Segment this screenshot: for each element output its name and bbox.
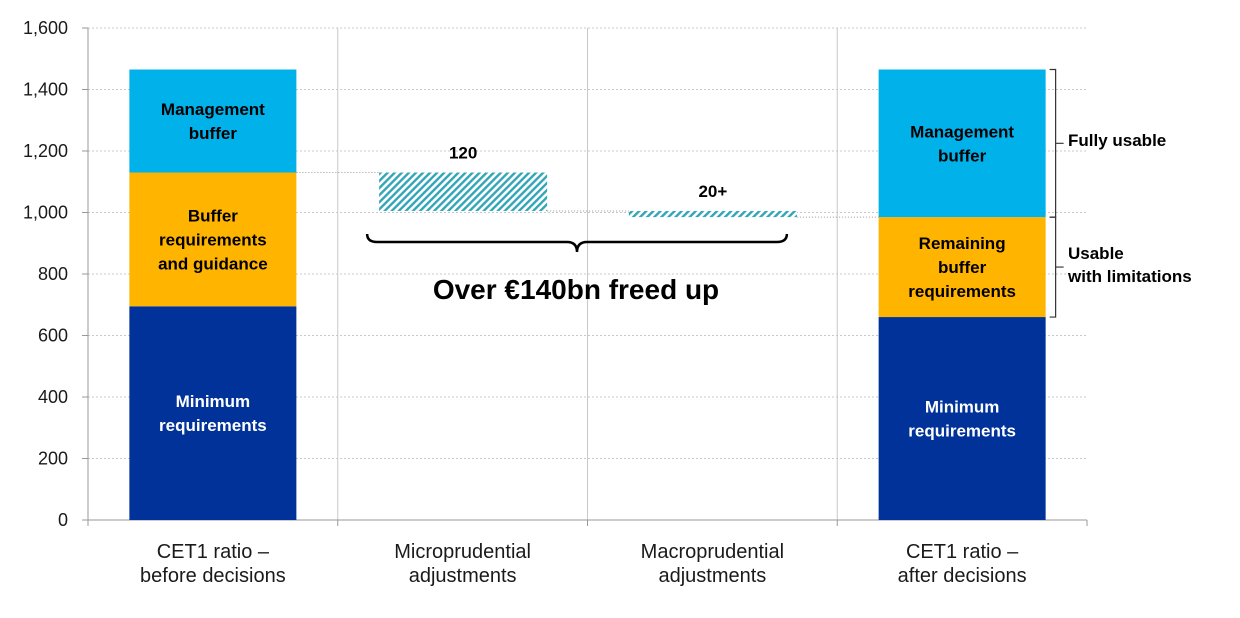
bar-segment-label-line: Remaining (919, 234, 1006, 253)
x-category-label-line: adjustments (409, 565, 517, 587)
bar-segment-label-line: requirements (908, 282, 1016, 301)
bar-segment-label-line: requirements (908, 422, 1016, 441)
bar-segment-label-line: Buffer (188, 206, 238, 225)
bar-segment-label-line: buffer (938, 258, 987, 277)
bar-segment (129, 69, 297, 173)
bar-segment-label-line: and guidance (158, 254, 268, 273)
bar-segment (878, 317, 1046, 520)
usable-limitations-label-line2: with limitations (1067, 267, 1192, 286)
bar-segment-label-line: buffer (189, 124, 238, 143)
y-tick-label: 1,600 (23, 18, 68, 38)
bar-segment-label-line: Minimum (925, 398, 1000, 417)
adjustment-value-label: 120 (449, 144, 477, 163)
bar-segment-label: Management buffer (161, 100, 265, 143)
adjustment-value-label: 20+ (698, 182, 727, 201)
bar-segment-label-line: Management (910, 122, 1014, 141)
usable-limitations-label-line1: Usable (1068, 244, 1124, 263)
y-tick-label: 1,000 (23, 203, 68, 223)
bar-segment (878, 217, 1046, 318)
adjustment-bar (628, 210, 797, 218)
bar-segment-label: Buffer requirements and guidance (158, 206, 268, 273)
x-category-label-line: adjustments (658, 565, 766, 587)
x-category-label-line: Microprudential (394, 541, 531, 563)
bar-segment-label-line: Minimum (176, 392, 251, 411)
fully-usable-label: Fully usable (1068, 131, 1166, 150)
x-category-label-line: after decisions (898, 565, 1027, 587)
bracket-usable-limitations (1049, 216, 1064, 318)
bar-segment-label: Remaining buffer requirements (908, 234, 1016, 301)
bar-segment-label-line: buffer (938, 146, 987, 165)
bar-segment-label-line: requirements (159, 416, 267, 435)
bar-segment-label-line: requirements (159, 230, 267, 249)
bar-segment-label: Minimum requirements (159, 392, 267, 435)
x-category-label-line: CET1 ratio – (157, 541, 270, 563)
y-tick-label: 400 (38, 387, 68, 407)
bracket-fully-usable (1049, 68, 1064, 218)
bar-segment (129, 172, 297, 307)
curly-brace-horizontal (365, 233, 789, 253)
bar-segment-label: Management buffer (910, 122, 1014, 165)
x-category-label-line: before decisions (140, 565, 286, 587)
y-tick-label: 1,200 (23, 141, 68, 161)
bar-segment (129, 306, 297, 520)
bar-segment-label-line: Management (161, 100, 265, 119)
y-tick-label: 600 (38, 326, 68, 346)
bar-segment-label: Minimum requirements (908, 398, 1016, 441)
y-tick-label: 800 (38, 264, 68, 284)
y-tick-label: 200 (38, 449, 68, 469)
x-category-label: CET1 ratio –after decisions (898, 541, 1027, 587)
x-category-label-line: CET1 ratio – (906, 541, 1019, 563)
x-category-label: CET1 ratio –before decisions (140, 541, 286, 587)
y-tick-label: 1,400 (23, 80, 68, 100)
bar-segment (878, 69, 1046, 218)
x-category-label-line: Macroprudential (641, 541, 784, 563)
total-freed-label: Over €140bn freed up (433, 274, 719, 305)
adjustment-bar (379, 172, 548, 211)
y-tick-label: 0 (58, 510, 68, 530)
